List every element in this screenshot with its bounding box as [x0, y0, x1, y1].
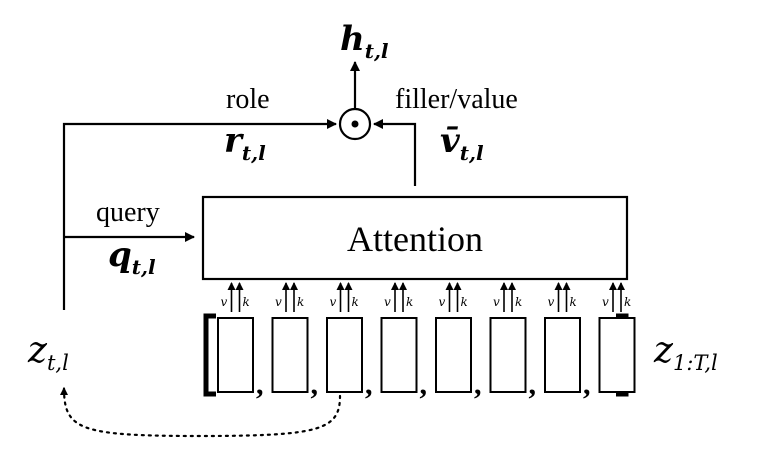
memory-slots: ,,,,,,,: [217, 317, 636, 401]
memory-slot: [271, 317, 309, 393]
key-label: k: [406, 295, 413, 309]
memory-slot: [435, 317, 472, 393]
key-label: k: [243, 295, 250, 309]
value-label: v: [384, 295, 391, 309]
filler-word: filler/value: [395, 84, 518, 115]
key-label: k: [461, 295, 468, 309]
memory-slot: [598, 317, 636, 393]
role-symbol: rt,l: [224, 121, 266, 165]
attention-label: Attention: [347, 219, 483, 259]
memory-label: z1:T,l: [653, 330, 718, 375]
memory-left-bracket: [203, 313, 216, 397]
memory-separator: ,: [365, 368, 373, 401]
memory-separator: ,: [583, 368, 591, 401]
memory-slot: [326, 317, 363, 393]
memory-separator: ,: [529, 368, 537, 401]
filler-path: [373, 119, 417, 186]
value-label: v: [221, 295, 228, 309]
memory-slot: [380, 317, 418, 393]
role-word: role: [226, 84, 270, 115]
memory-separator: ,: [420, 368, 428, 401]
product-node: [338, 107, 372, 141]
feedback-dotted-path: [60, 386, 342, 438]
svg-text:ht,l: ht,l: [340, 19, 389, 63]
key-label: k: [297, 295, 304, 309]
key-label: k: [352, 295, 359, 309]
memory-slot: [217, 317, 254, 393]
memory-separator: ,: [311, 368, 319, 401]
key-label: k: [515, 295, 522, 309]
query-word: query: [96, 197, 160, 228]
value-label: v: [548, 295, 555, 309]
attention-block: Attention: [201, 195, 629, 281]
memory-slot: [489, 317, 527, 393]
value-label: v: [602, 295, 609, 309]
product-dot-icon: [351, 120, 359, 128]
filler-symbol: v̄t,l: [440, 121, 484, 165]
key-label: k: [624, 295, 631, 309]
memory-separator: ,: [474, 368, 482, 401]
memory-separator: ,: [256, 368, 264, 401]
value-label: v: [275, 295, 282, 309]
z-current-label: zt,l: [27, 330, 69, 375]
value-label: v: [493, 295, 500, 309]
output-label: ht,l: [340, 19, 389, 63]
query-symbol: qt,l: [108, 235, 156, 279]
role-path: [62, 119, 337, 310]
memory-slot: [544, 317, 581, 393]
key-label: k: [570, 295, 577, 309]
value-label: v: [330, 295, 337, 309]
value-label: v: [439, 295, 446, 309]
